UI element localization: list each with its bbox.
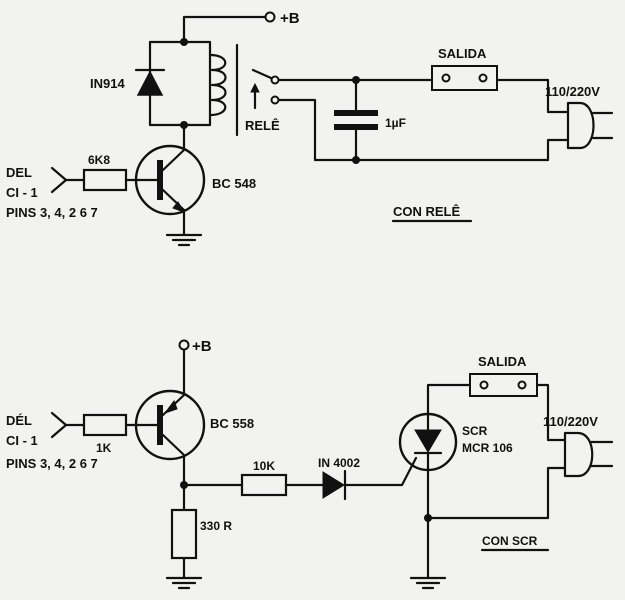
relay-circuit: +B IN914 RELÊ (6, 10, 614, 247)
scr-label-1: SCR (462, 424, 488, 438)
scr-circuit: +B BC 558 1K DÉL CI - 1 PINS 3, 4, 2 6 7… (6, 338, 614, 590)
bottom-caption: CON SCR (482, 534, 538, 548)
bottom-transistor-label: BC 558 (210, 416, 254, 431)
scr-thyristor (398, 392, 458, 520)
top-supply-label: +B (280, 10, 300, 27)
bottom-mains-plug (563, 431, 614, 478)
top-diode-label: IN914 (90, 76, 125, 91)
top-transistor-label: BC 548 (212, 176, 256, 191)
series-diode (322, 469, 347, 501)
bottom-input-label-1: DÉL (6, 413, 32, 428)
top-output-label: SALIDA (438, 46, 487, 61)
series-resistor-label: 10K (253, 459, 275, 473)
relay-switch (250, 68, 280, 110)
top-ground-symbol (165, 233, 203, 247)
top-capacitor (334, 76, 378, 164)
bottom-ground-symbol-left (165, 576, 203, 590)
emitter-resistor (170, 508, 198, 560)
bottom-input-label-3: PINS 3, 4, 2 6 7 (6, 456, 98, 471)
bottom-output-socket (469, 373, 538, 397)
top-diode-symbol (134, 68, 166, 96)
relay-coil (208, 43, 239, 137)
bottom-output-label: SALIDA (478, 354, 527, 369)
bottom-ground-symbol-right (409, 576, 447, 590)
top-input-label-2: CI - 1 (6, 185, 38, 200)
series-diode-label: IN 4002 (318, 456, 360, 470)
emitter-resistor-label: 330 R (200, 519, 232, 533)
relay-label: RELÊ (245, 118, 280, 133)
top-input-label-3: PINS 3, 4, 2 6 7 (6, 205, 98, 220)
top-base-resistor (82, 168, 128, 192)
bottom-input-label-2: CI - 1 (6, 433, 38, 448)
top-mains-plug (566, 101, 614, 150)
top-supply-terminal: +B (182, 10, 300, 44)
bottom-base-resistor (82, 413, 128, 437)
bottom-supply-terminal: +B (178, 338, 212, 394)
scr-label-2: MCR 106 (462, 441, 513, 455)
series-resistor (240, 473, 288, 497)
bottom-mains-label: 110/220V (543, 414, 598, 429)
top-capacitor-label: 1µF (385, 116, 406, 130)
top-output-socket (431, 65, 498, 91)
top-resistor-label: 6K8 (88, 153, 110, 167)
bottom-transistor (134, 389, 206, 487)
top-input-label-1: DEL (6, 165, 32, 180)
top-caption: CON RELÊ (393, 204, 461, 219)
top-mains-label: 110/220V (545, 84, 600, 99)
bottom-supply-label: +B (192, 338, 212, 355)
bottom-base-resistor-label: 1K (96, 441, 112, 455)
